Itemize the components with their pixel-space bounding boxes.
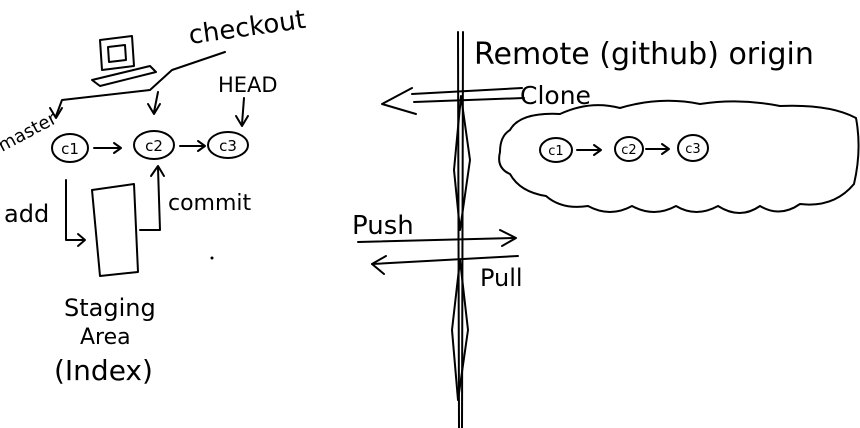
commit-label: c3 [219,137,237,155]
add-label: add [4,200,49,228]
remote-commit-c2: c2 [614,136,644,162]
head-arrow [235,97,249,127]
local-commit-c2: c2 [133,130,175,160]
commit-action-label: commit [168,191,252,216]
remote-arrow-c2-c3 [645,143,670,155]
commit-label: c2 [621,143,636,158]
clone-arrow [381,87,525,115]
checkout-label: checkout [187,5,308,51]
commit-label: c3 [685,142,700,157]
local-commit-c3: c3 [207,131,249,159]
push-arrow [357,229,517,247]
add-arrow [65,179,86,247]
local-commit-c1: c1 [51,133,89,163]
checkout-arrow [49,51,226,119]
cloud-icon [498,99,860,214]
remote-commit-c1: c1 [539,137,573,163]
remote-commit-c3: c3 [677,134,709,162]
commit-arrow [139,165,165,231]
computer-icon [91,35,157,87]
commit-label: c1 [548,144,563,159]
index-label: (Index) [54,354,153,387]
remote-title: Remote (github) origin [474,37,814,72]
area-label: Area [80,325,131,350]
clone-label: Clone [520,81,591,110]
commit-label: c2 [145,137,163,155]
staging-label: Staging [64,294,156,322]
ink-dot [210,256,214,260]
arrow-c1-c2 [93,142,122,154]
commit-label: c1 [61,140,79,158]
remote-arrow-c1-c2 [576,144,602,156]
arrow-c2-c3 [179,140,206,152]
staging-area-box [91,183,139,277]
local-remote-divider [451,31,471,428]
push-label: Push [352,211,414,241]
pull-arrow [371,255,519,275]
pull-label: Pull [480,264,523,292]
head-label: HEAD [218,73,278,97]
